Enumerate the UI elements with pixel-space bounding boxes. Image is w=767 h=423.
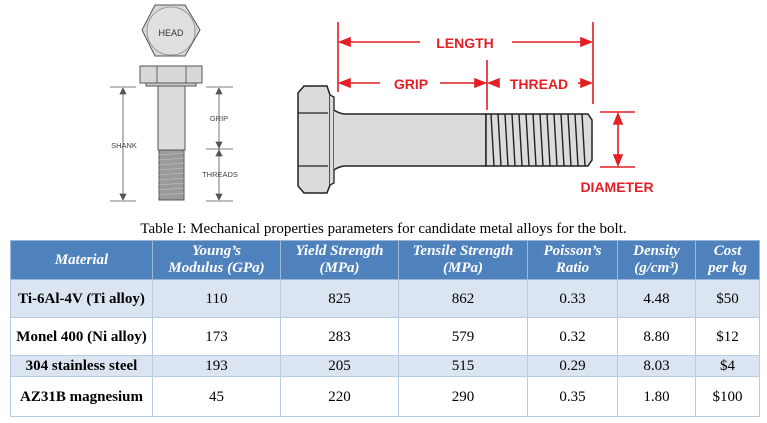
left-bolt-diagram: HEAD SHANK GRIP THREADS bbox=[110, 4, 238, 202]
cell-tensile: 515 bbox=[398, 355, 528, 377]
bolt-shank bbox=[333, 109, 487, 171]
cell-youngs: 110 bbox=[152, 279, 281, 318]
cell-yield: 220 bbox=[280, 376, 399, 417]
col-header-material: Material bbox=[10, 240, 153, 280]
cell-poisson: 0.35 bbox=[527, 376, 618, 417]
hex-head bbox=[297, 85, 331, 194]
cell-tensile: 290 bbox=[398, 376, 528, 417]
cell-cost: $50 bbox=[695, 279, 760, 318]
cell-tensile: 579 bbox=[398, 317, 528, 356]
cell-density: 1.80 bbox=[617, 376, 696, 417]
cell-cost: $12 bbox=[695, 317, 760, 356]
cell-poisson: 0.29 bbox=[527, 355, 618, 377]
cell-yield: 205 bbox=[280, 355, 399, 377]
diameter-label: DIAMETER bbox=[580, 179, 653, 195]
grip-label-right: GRIP bbox=[394, 76, 428, 92]
cell-cost: $4 bbox=[695, 355, 760, 377]
cell-material: 304 stainless steel bbox=[10, 355, 153, 377]
bolt-figure: HEAD SHANK GRIP THREADS bbox=[110, 4, 654, 202]
length-label: LENGTH bbox=[436, 35, 494, 51]
table-row: 304 stainless steel 193 205 515 0.29 8.0… bbox=[10, 355, 760, 377]
cell-tensile: 862 bbox=[398, 279, 528, 318]
thread-label: THREAD bbox=[510, 76, 568, 92]
cell-youngs: 173 bbox=[152, 317, 281, 356]
col-header-yield-strength: Yield Strength(MPa) bbox=[280, 240, 399, 280]
cell-poisson: 0.33 bbox=[527, 279, 618, 318]
cell-density: 8.03 bbox=[617, 355, 696, 377]
threads-label: THREADS bbox=[202, 170, 238, 179]
shank bbox=[157, 85, 186, 151]
cell-material: AZ31B magnesium bbox=[10, 376, 153, 417]
cell-yield: 825 bbox=[280, 279, 399, 318]
cell-cost: $100 bbox=[695, 376, 760, 417]
cell-yield: 283 bbox=[280, 317, 399, 356]
shank-label: SHANK bbox=[111, 141, 137, 150]
cell-density: 8.80 bbox=[617, 317, 696, 356]
col-header-tensile-strength: Tensile Strength(MPa) bbox=[398, 240, 528, 280]
grip-label-left: GRIP bbox=[210, 114, 228, 123]
table-caption: Table I: Mechanical properties parameter… bbox=[140, 221, 627, 237]
head-label: HEAD bbox=[158, 28, 184, 38]
table-row: Monel 400 (Ni alloy) 173 283 579 0.32 8.… bbox=[10, 317, 760, 356]
cell-youngs: 193 bbox=[152, 355, 281, 377]
cell-youngs: 45 bbox=[152, 376, 281, 417]
cell-material: Monel 400 (Ni alloy) bbox=[10, 317, 153, 356]
cell-poisson: 0.32 bbox=[527, 317, 618, 356]
table-row: Ti-6Al-4V (Ti alloy) 110 825 862 0.33 4.… bbox=[10, 279, 760, 318]
right-bolt-diagram: LENGTH GRIP THREAD DIAMETER bbox=[297, 22, 654, 195]
col-header-density: Density(g/cm³) bbox=[617, 240, 696, 280]
table-row: AZ31B magnesium 45 220 290 0.35 1.80 $10… bbox=[10, 376, 760, 417]
cell-density: 4.48 bbox=[617, 279, 696, 318]
cell-material: Ti-6Al-4V (Ti alloy) bbox=[10, 279, 153, 318]
head-side-view bbox=[139, 65, 203, 84]
